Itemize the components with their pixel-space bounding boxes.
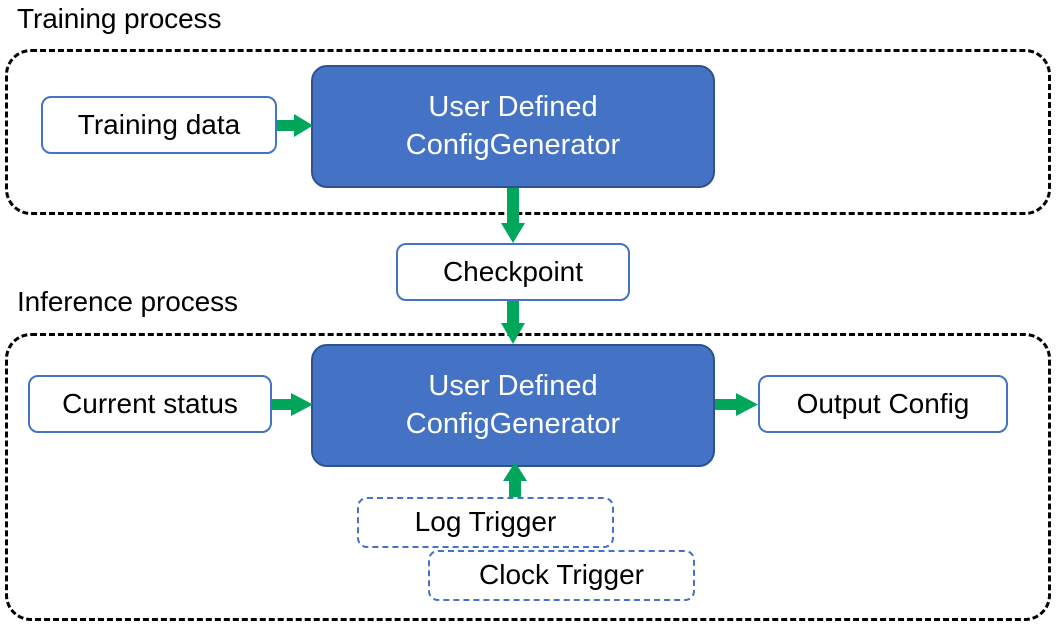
inference-process-container (5, 333, 1051, 621)
node-log-trigger[interactable]: Log Trigger (357, 497, 614, 548)
node-training-data[interactable]: Training data (41, 96, 277, 154)
node-config-generator-training-line1: User Defined (428, 91, 598, 124)
node-config-generator-inference-line1: User Defined (428, 370, 598, 403)
training-process-container (5, 49, 1051, 215)
node-config-generator-training-line2: ConfigGenerator (405, 128, 621, 161)
node-output-config-label: Output Config (796, 387, 970, 419)
node-current-status-label: Current status (62, 387, 238, 419)
node-current-status[interactable]: Current status (28, 375, 272, 433)
node-training-data-label: Training data (77, 108, 241, 140)
training-process-label: Training process (17, 3, 222, 34)
node-clock-trigger[interactable]: Clock Trigger (428, 550, 695, 601)
node-clock-trigger-label: Clock Trigger (479, 559, 644, 591)
node-output-config[interactable]: Output Config (758, 375, 1008, 433)
node-config-generator-training[interactable]: User Defined ConfigGenerator (311, 65, 715, 188)
inference-process-label: Inference process (17, 286, 238, 317)
node-config-generator-inference-line2: ConfigGenerator (405, 407, 621, 440)
node-checkpoint-label: Checkpoint (442, 255, 584, 287)
node-checkpoint[interactable]: Checkpoint (396, 243, 630, 301)
node-config-generator-inference[interactable]: User Defined ConfigGenerator (311, 344, 715, 467)
node-log-trigger-label: Log Trigger (414, 506, 557, 538)
